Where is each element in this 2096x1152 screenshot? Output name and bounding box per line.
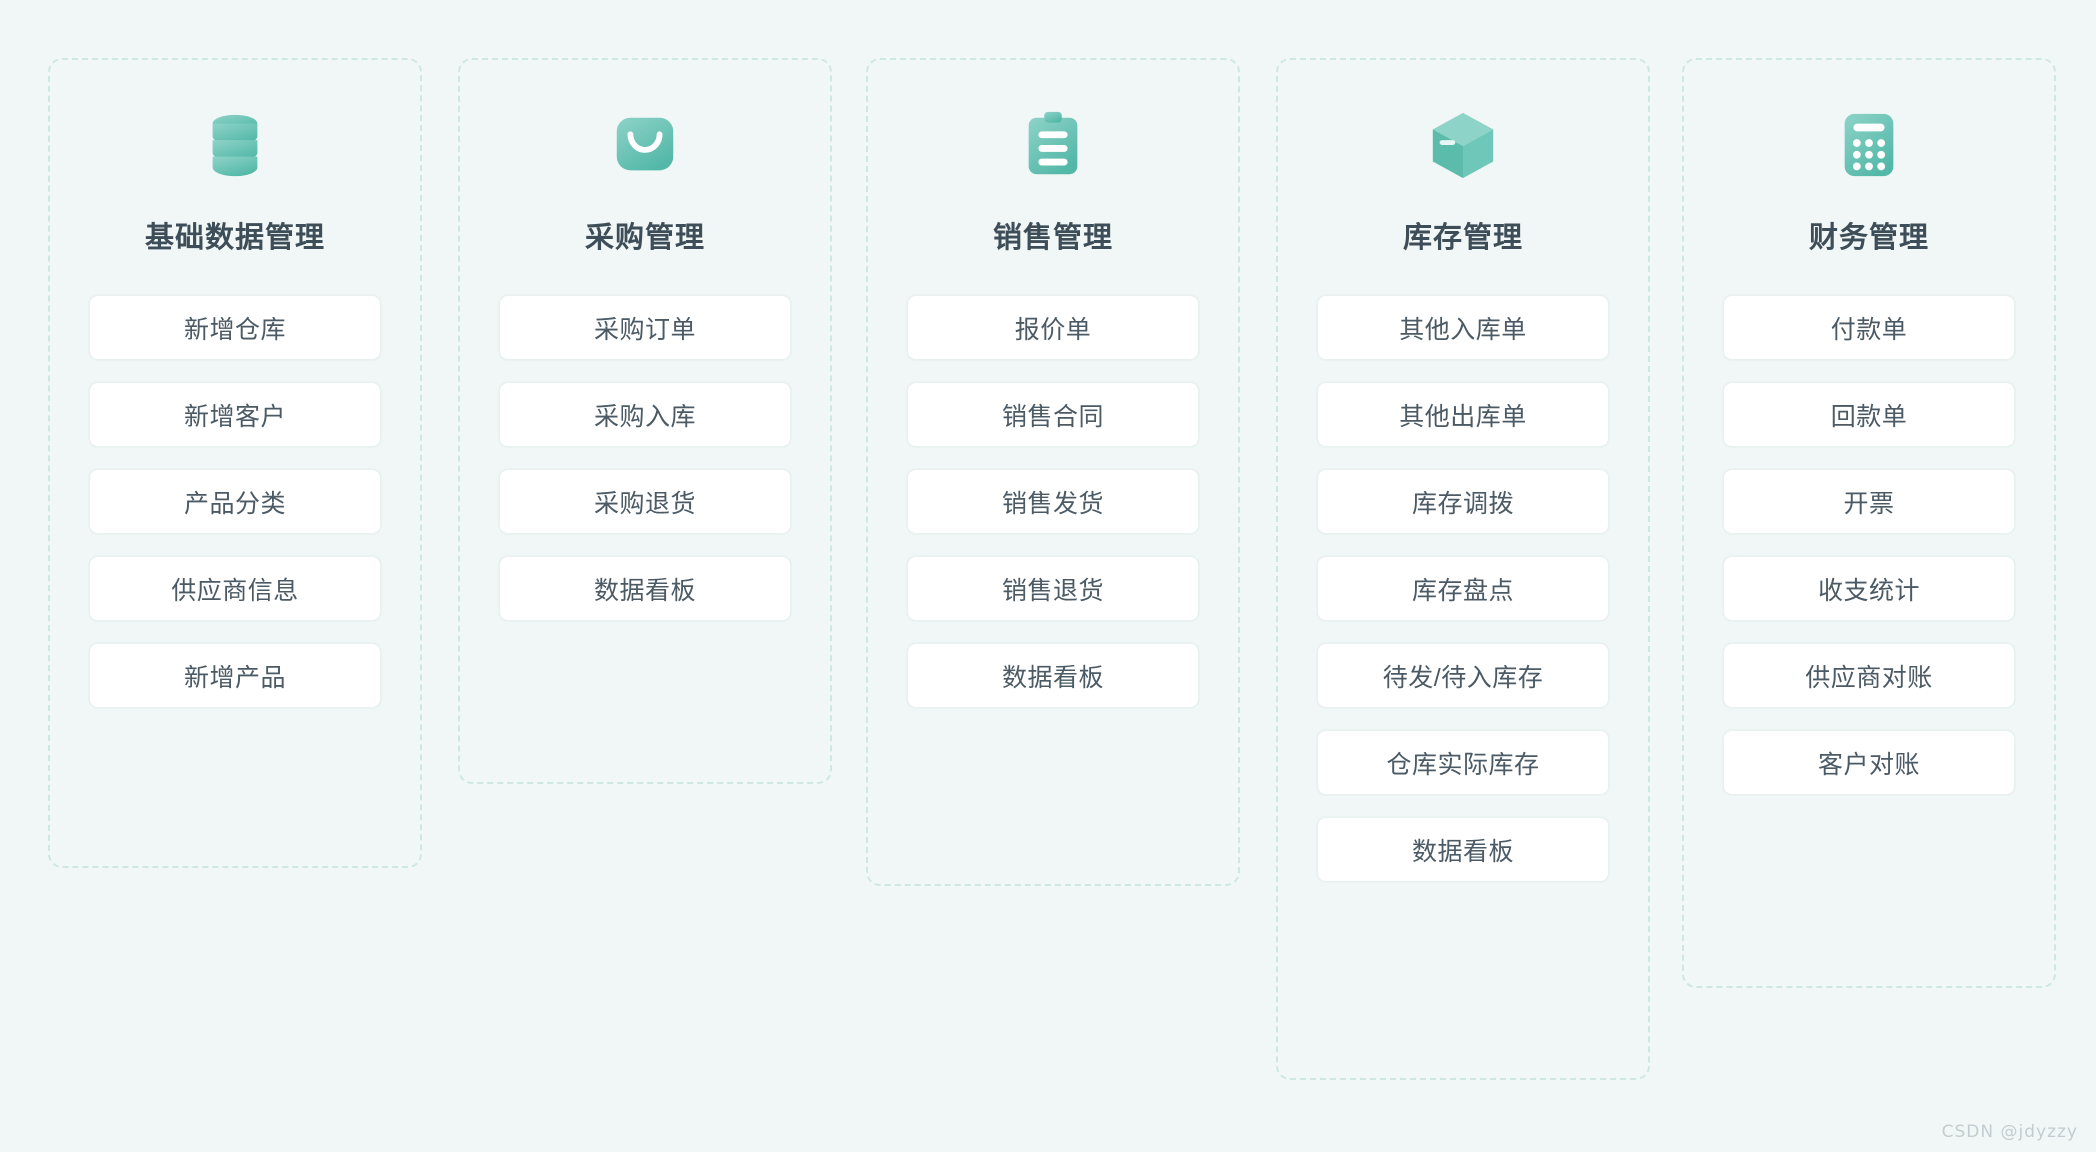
module-item-button[interactable]: 其他出库单 — [1317, 382, 1609, 447]
module-item-button[interactable]: 数据看板 — [1317, 817, 1609, 882]
module-item-button[interactable]: 供应商信息 — [89, 556, 381, 621]
module-item-button[interactable]: 销售发货 — [907, 469, 1199, 534]
module-item-button[interactable]: 数据看板 — [499, 556, 791, 621]
module-card: 销售管理报价单销售合同销售发货销售退货数据看板 — [866, 58, 1240, 886]
module-item-button[interactable]: 新增产品 — [89, 643, 381, 708]
module-item-button[interactable]: 产品分类 — [89, 469, 381, 534]
module-item-button[interactable]: 供应商对账 — [1723, 643, 2015, 708]
module-item-list: 报价单销售合同销售发货销售退货数据看板 — [868, 295, 1238, 708]
module-title: 财务管理 — [1808, 222, 1929, 254]
module-item-button[interactable]: 待发/待入库存 — [1317, 643, 1609, 708]
module-card: 库存管理其他入库单其他出库单库存调拨库存盘点待发/待入库存仓库实际库存数据看板 — [1276, 58, 1650, 1080]
module-item-button[interactable]: 回款单 — [1723, 382, 2015, 447]
module-card: 采购管理采购订单采购入库采购退货数据看板 — [458, 58, 832, 784]
module-item-button[interactable]: 采购订单 — [499, 295, 791, 360]
module-item-button[interactable]: 销售退货 — [907, 556, 1199, 621]
module-item-button[interactable]: 采购退货 — [499, 469, 791, 534]
module-title: 销售管理 — [992, 222, 1113, 254]
module-title: 采购管理 — [584, 222, 705, 254]
module-item-button[interactable]: 销售合同 — [907, 382, 1199, 447]
calculator-icon — [1844, 113, 1894, 177]
database-icon — [212, 114, 258, 177]
module-item-button[interactable]: 报价单 — [907, 295, 1199, 360]
module-item-button[interactable]: 数据看板 — [907, 643, 1199, 708]
module-item-list: 付款单回款单开票收支统计供应商对账客户对账 — [1684, 295, 2054, 795]
module-item-button[interactable]: 其他入库单 — [1317, 295, 1609, 360]
module-item-button[interactable]: 付款单 — [1723, 295, 2015, 360]
module-item-button[interactable]: 开票 — [1723, 469, 2015, 534]
module-title: 库存管理 — [1402, 222, 1523, 254]
module-item-list: 新增仓库新增客户产品分类供应商信息新增产品 — [50, 295, 420, 708]
module-item-button[interactable]: 仓库实际库存 — [1317, 730, 1609, 795]
cube-box-icon — [1432, 112, 1494, 179]
module-item-button[interactable]: 库存调拨 — [1317, 469, 1609, 534]
shopping-bag-icon — [616, 117, 674, 171]
module-title: 基础数据管理 — [144, 222, 325, 254]
clipboard-icon — [1028, 111, 1078, 175]
module-item-button[interactable]: 客户对账 — [1723, 730, 2015, 795]
module-item-list: 其他入库单其他出库单库存调拨库存盘点待发/待入库存仓库实际库存数据看板 — [1278, 295, 1648, 882]
module-item-button[interactable]: 新增客户 — [89, 382, 381, 447]
module-item-button[interactable]: 库存盘点 — [1317, 556, 1609, 621]
module-card: 财务管理付款单回款单开票收支统计供应商对账客户对账 — [1682, 58, 2056, 988]
watermark: CSDN @jdyzzy — [1941, 1122, 2078, 1142]
module-item-list: 采购订单采购入库采购退货数据看板 — [460, 295, 830, 621]
module-card: 基础数据管理新增仓库新增客户产品分类供应商信息新增产品 — [48, 58, 422, 868]
module-item-button[interactable]: 收支统计 — [1723, 556, 2015, 621]
module-item-button[interactable]: 采购入库 — [499, 382, 791, 447]
module-item-button[interactable]: 新增仓库 — [89, 295, 381, 360]
